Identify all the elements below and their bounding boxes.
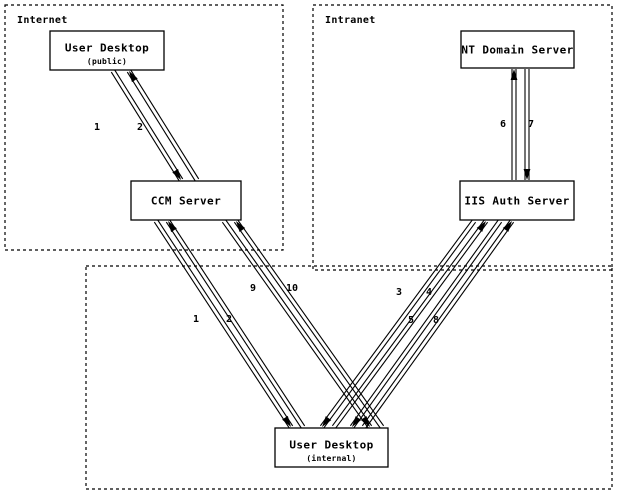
flow-line-rail-2 xyxy=(126,71,196,182)
zones-layer: Internet Intranet xyxy=(4,4,613,490)
flow-step-label-4: 4 xyxy=(426,287,432,298)
flow-6-iis-auth-server-to-nt-domain-server xyxy=(510,69,518,180)
flow-line-rail-2 xyxy=(157,219,294,427)
flow-arrowhead-icon xyxy=(510,69,518,80)
node-label-user-desktop-public: User Desktop xyxy=(65,42,149,55)
flow-step-label-9: 9 xyxy=(250,283,256,294)
flow-line-rail-1 xyxy=(237,219,385,427)
flow-line-rail-2 xyxy=(225,219,373,427)
flow-line-rail-1 xyxy=(153,221,290,429)
node-box-user-desktop-internal[interactable] xyxy=(274,427,389,468)
flow-5-iis-auth-server-to-user-desktop-internal xyxy=(349,219,503,429)
flow-step-label-7: 7 xyxy=(528,119,534,130)
zone-boundary-internet xyxy=(4,4,284,251)
flow-arrowhead-icon xyxy=(282,415,291,427)
flow-line-rail-1 xyxy=(130,69,200,180)
flow-arrowhead-icon xyxy=(352,416,362,427)
flow-line-rail-1 xyxy=(221,221,369,429)
flow-line-rail-2 xyxy=(114,69,184,180)
flow-arrowhead-icon xyxy=(168,221,177,233)
flow-arrowhead-icon xyxy=(172,168,181,180)
flow-step-label-8: 8 xyxy=(433,315,439,326)
node-label-iis-auth-server: IIS Auth Server xyxy=(464,195,569,208)
flows-layer xyxy=(110,69,531,429)
flow-step-label-10: 10 xyxy=(286,283,298,294)
node-box-user-desktop-public[interactable] xyxy=(49,30,165,71)
flow-line-rail-1 xyxy=(365,221,515,429)
flow-arrowhead-icon xyxy=(322,416,332,427)
flow-line-rail-1 xyxy=(169,219,306,427)
flow-step-label-5: 5 xyxy=(408,315,414,326)
flow-arrowhead-icon xyxy=(129,71,138,83)
node-ccm-server[interactable]: CCM Server xyxy=(130,180,242,221)
flow-arrowhead-icon xyxy=(523,169,531,180)
flow-line-rail-2 xyxy=(331,219,485,427)
flow-arrowhead-icon xyxy=(236,221,246,232)
flow-10-user-desktop-internal-to-ccm-server xyxy=(233,219,385,429)
flow-9-ccm-server-to-user-desktop-internal xyxy=(221,219,373,429)
flow-3-iis-auth-server-to-user-desktop-internal xyxy=(319,219,477,429)
flow-line-rail-2 xyxy=(361,219,511,427)
flow-1-ccm-server-to-user-desktop-internal xyxy=(153,219,294,429)
flow-7-nt-domain-server-to-iis-auth-server xyxy=(523,69,531,180)
flow-arrowhead-icon xyxy=(502,221,512,232)
flow-step-label-3: 3 xyxy=(396,287,402,298)
flow-step-label-6: 6 xyxy=(500,119,506,130)
zone-label-intranet: Intranet xyxy=(325,15,376,26)
flow-line-rail-2 xyxy=(165,221,302,429)
node-iis-auth-server[interactable]: IIS Auth Server xyxy=(459,180,575,221)
flow-line-rail-2 xyxy=(233,221,381,429)
flow-step-label-2: 2 xyxy=(226,314,232,325)
flow-step-label-1: 1 xyxy=(94,122,100,133)
zone-label-internet: Internet xyxy=(17,15,68,26)
node-sublabel-user-desktop-internal: (internal) xyxy=(306,453,356,463)
node-label-user-desktop-internal: User Desktop xyxy=(289,439,373,452)
flow-line-rail-1 xyxy=(349,219,499,427)
flow-line-rail-2 xyxy=(353,221,503,429)
zone-boundary-internal xyxy=(85,265,613,490)
flow-2-ccm-server-to-user-desktop-public xyxy=(126,69,200,182)
flow-step-label-2: 2 xyxy=(137,122,143,133)
node-nt-domain-server[interactable]: NT Domain Server xyxy=(460,30,575,69)
flow-line-rail-1 xyxy=(110,71,180,182)
flow-1-user-desktop-public-to-ccm-server xyxy=(110,69,184,182)
node-user-desktop-internal[interactable]: User Desktop(internal) xyxy=(274,427,389,468)
node-box-ccm-server[interactable] xyxy=(130,180,242,221)
flow-8-user-desktop-internal-to-iis-auth-server xyxy=(361,219,515,429)
node-box-iis-auth-server[interactable] xyxy=(459,180,575,221)
node-label-nt-domain-server: NT Domain Server xyxy=(461,44,573,57)
node-label-ccm-server: CCM Server xyxy=(151,195,221,208)
node-box-nt-domain-server[interactable] xyxy=(460,30,575,69)
flow-2-user-desktop-internal-to-ccm-server xyxy=(165,219,306,429)
flow-arrowhead-icon xyxy=(360,416,370,427)
flow-step-label-1: 1 xyxy=(193,314,199,325)
flow-line-rail-1 xyxy=(319,219,473,427)
flow-arrowhead-icon xyxy=(476,221,486,232)
node-user-desktop-public[interactable]: User Desktop(public) xyxy=(49,30,165,71)
node-sublabel-user-desktop-public: (public) xyxy=(87,56,127,66)
flow-labels-layer: 1 2 1 2 3 4 5 8 6 7 9 10 xyxy=(94,119,534,326)
